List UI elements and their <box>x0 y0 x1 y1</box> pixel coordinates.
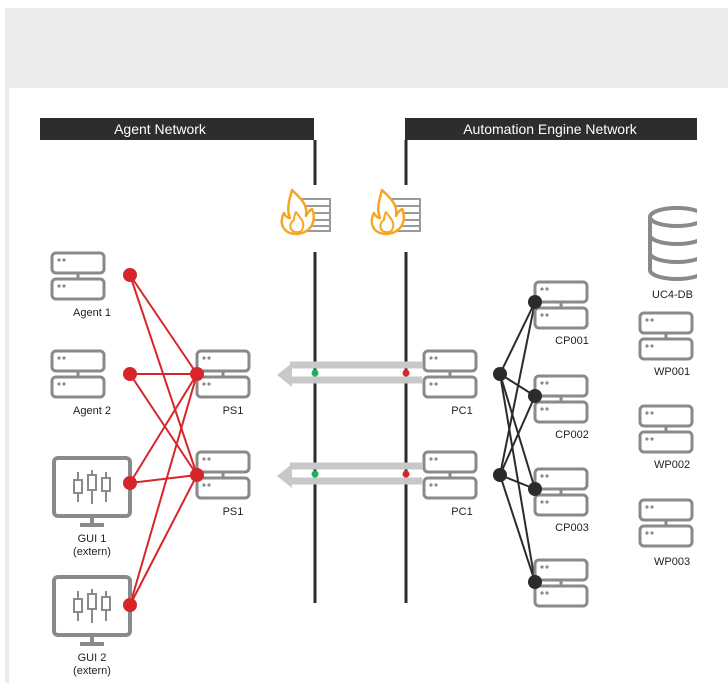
connection-node <box>190 468 204 482</box>
cp-server: CP002 <box>528 374 589 441</box>
server-icon <box>422 450 478 500</box>
server-icon <box>195 349 251 399</box>
server-icon <box>638 404 694 454</box>
pc-label: PC1 <box>451 506 472 518</box>
agent-network-header <box>40 118 314 140</box>
cp-server: CP001 <box>528 280 589 347</box>
connection-node <box>528 482 542 496</box>
engine-network-title: Automation Engine Network <box>463 121 638 137</box>
connection-node <box>528 295 542 309</box>
wp-server: WP002 <box>638 404 694 471</box>
engine-network-header <box>405 118 697 140</box>
database: UC4-DB <box>648 206 697 301</box>
flow-arrow <box>277 361 422 387</box>
gui-2: GUI 2 (extern) <box>52 575 137 677</box>
agent-label: Agent 1 <box>73 307 111 319</box>
connection-node <box>528 389 542 403</box>
server-icon <box>533 467 589 517</box>
monitor-icon <box>52 575 132 646</box>
connection-node <box>123 367 137 381</box>
agent-1: Agent 1 <box>50 251 137 319</box>
pc-server: PC1 <box>422 450 507 518</box>
agent-links <box>129 274 198 606</box>
gui-label: GUI 1 <box>78 533 107 545</box>
agent-label: Agent 2 <box>73 405 111 417</box>
cp-server: CP003 <box>528 467 589 534</box>
ps-label: PS1 <box>223 405 244 417</box>
wp-label: WP001 <box>654 366 690 378</box>
connection-node <box>528 575 542 589</box>
monitor-icon <box>52 456 132 527</box>
wp-label: WP003 <box>654 556 690 568</box>
server-icon <box>533 280 589 330</box>
db-label: UC4-DB <box>652 289 693 301</box>
server-icon <box>50 349 106 399</box>
ps-server: PS1 <box>190 349 251 417</box>
server-icon <box>533 558 589 608</box>
agent-network-title: Agent Network <box>114 121 207 137</box>
connection-node <box>493 367 507 381</box>
gui-1: GUI 1 (extern) <box>52 456 137 558</box>
firewall-icon <box>280 188 332 236</box>
wp-server: WP001 <box>638 311 694 378</box>
pc-label: PC1 <box>451 405 472 417</box>
ps-label: PS1 <box>223 506 244 518</box>
gui-sublabel: (extern) <box>73 546 111 558</box>
cp-label: CP001 <box>555 335 589 347</box>
agent-2: Agent 2 <box>50 349 137 417</box>
cp-label: CP003 <box>555 522 589 534</box>
connection-node <box>123 268 137 282</box>
engine-links <box>499 301 536 583</box>
server-icon <box>533 374 589 424</box>
database-icon <box>648 206 697 281</box>
connection-node <box>123 476 137 490</box>
flow-arrow <box>277 462 422 488</box>
connection-node <box>123 598 137 612</box>
wp-server: WP003 <box>638 498 694 568</box>
server-icon <box>195 450 251 500</box>
left-border <box>5 88 9 683</box>
cp-label: CP002 <box>555 429 589 441</box>
server-icon <box>638 311 694 361</box>
server-icon <box>422 349 478 399</box>
pc-server: PC1 <box>422 349 507 417</box>
server-icon <box>50 251 106 301</box>
connection-node <box>493 468 507 482</box>
gui-label: GUI 2 <box>78 652 107 664</box>
ps-server: PS1 <box>190 450 251 518</box>
firewall-icon <box>370 188 422 236</box>
server-icon <box>638 498 694 548</box>
top-banner <box>5 8 728 88</box>
cp-server <box>528 558 589 608</box>
gui-sublabel: (extern) <box>73 665 111 677</box>
connection-node <box>190 367 204 381</box>
wp-label: WP002 <box>654 459 690 471</box>
